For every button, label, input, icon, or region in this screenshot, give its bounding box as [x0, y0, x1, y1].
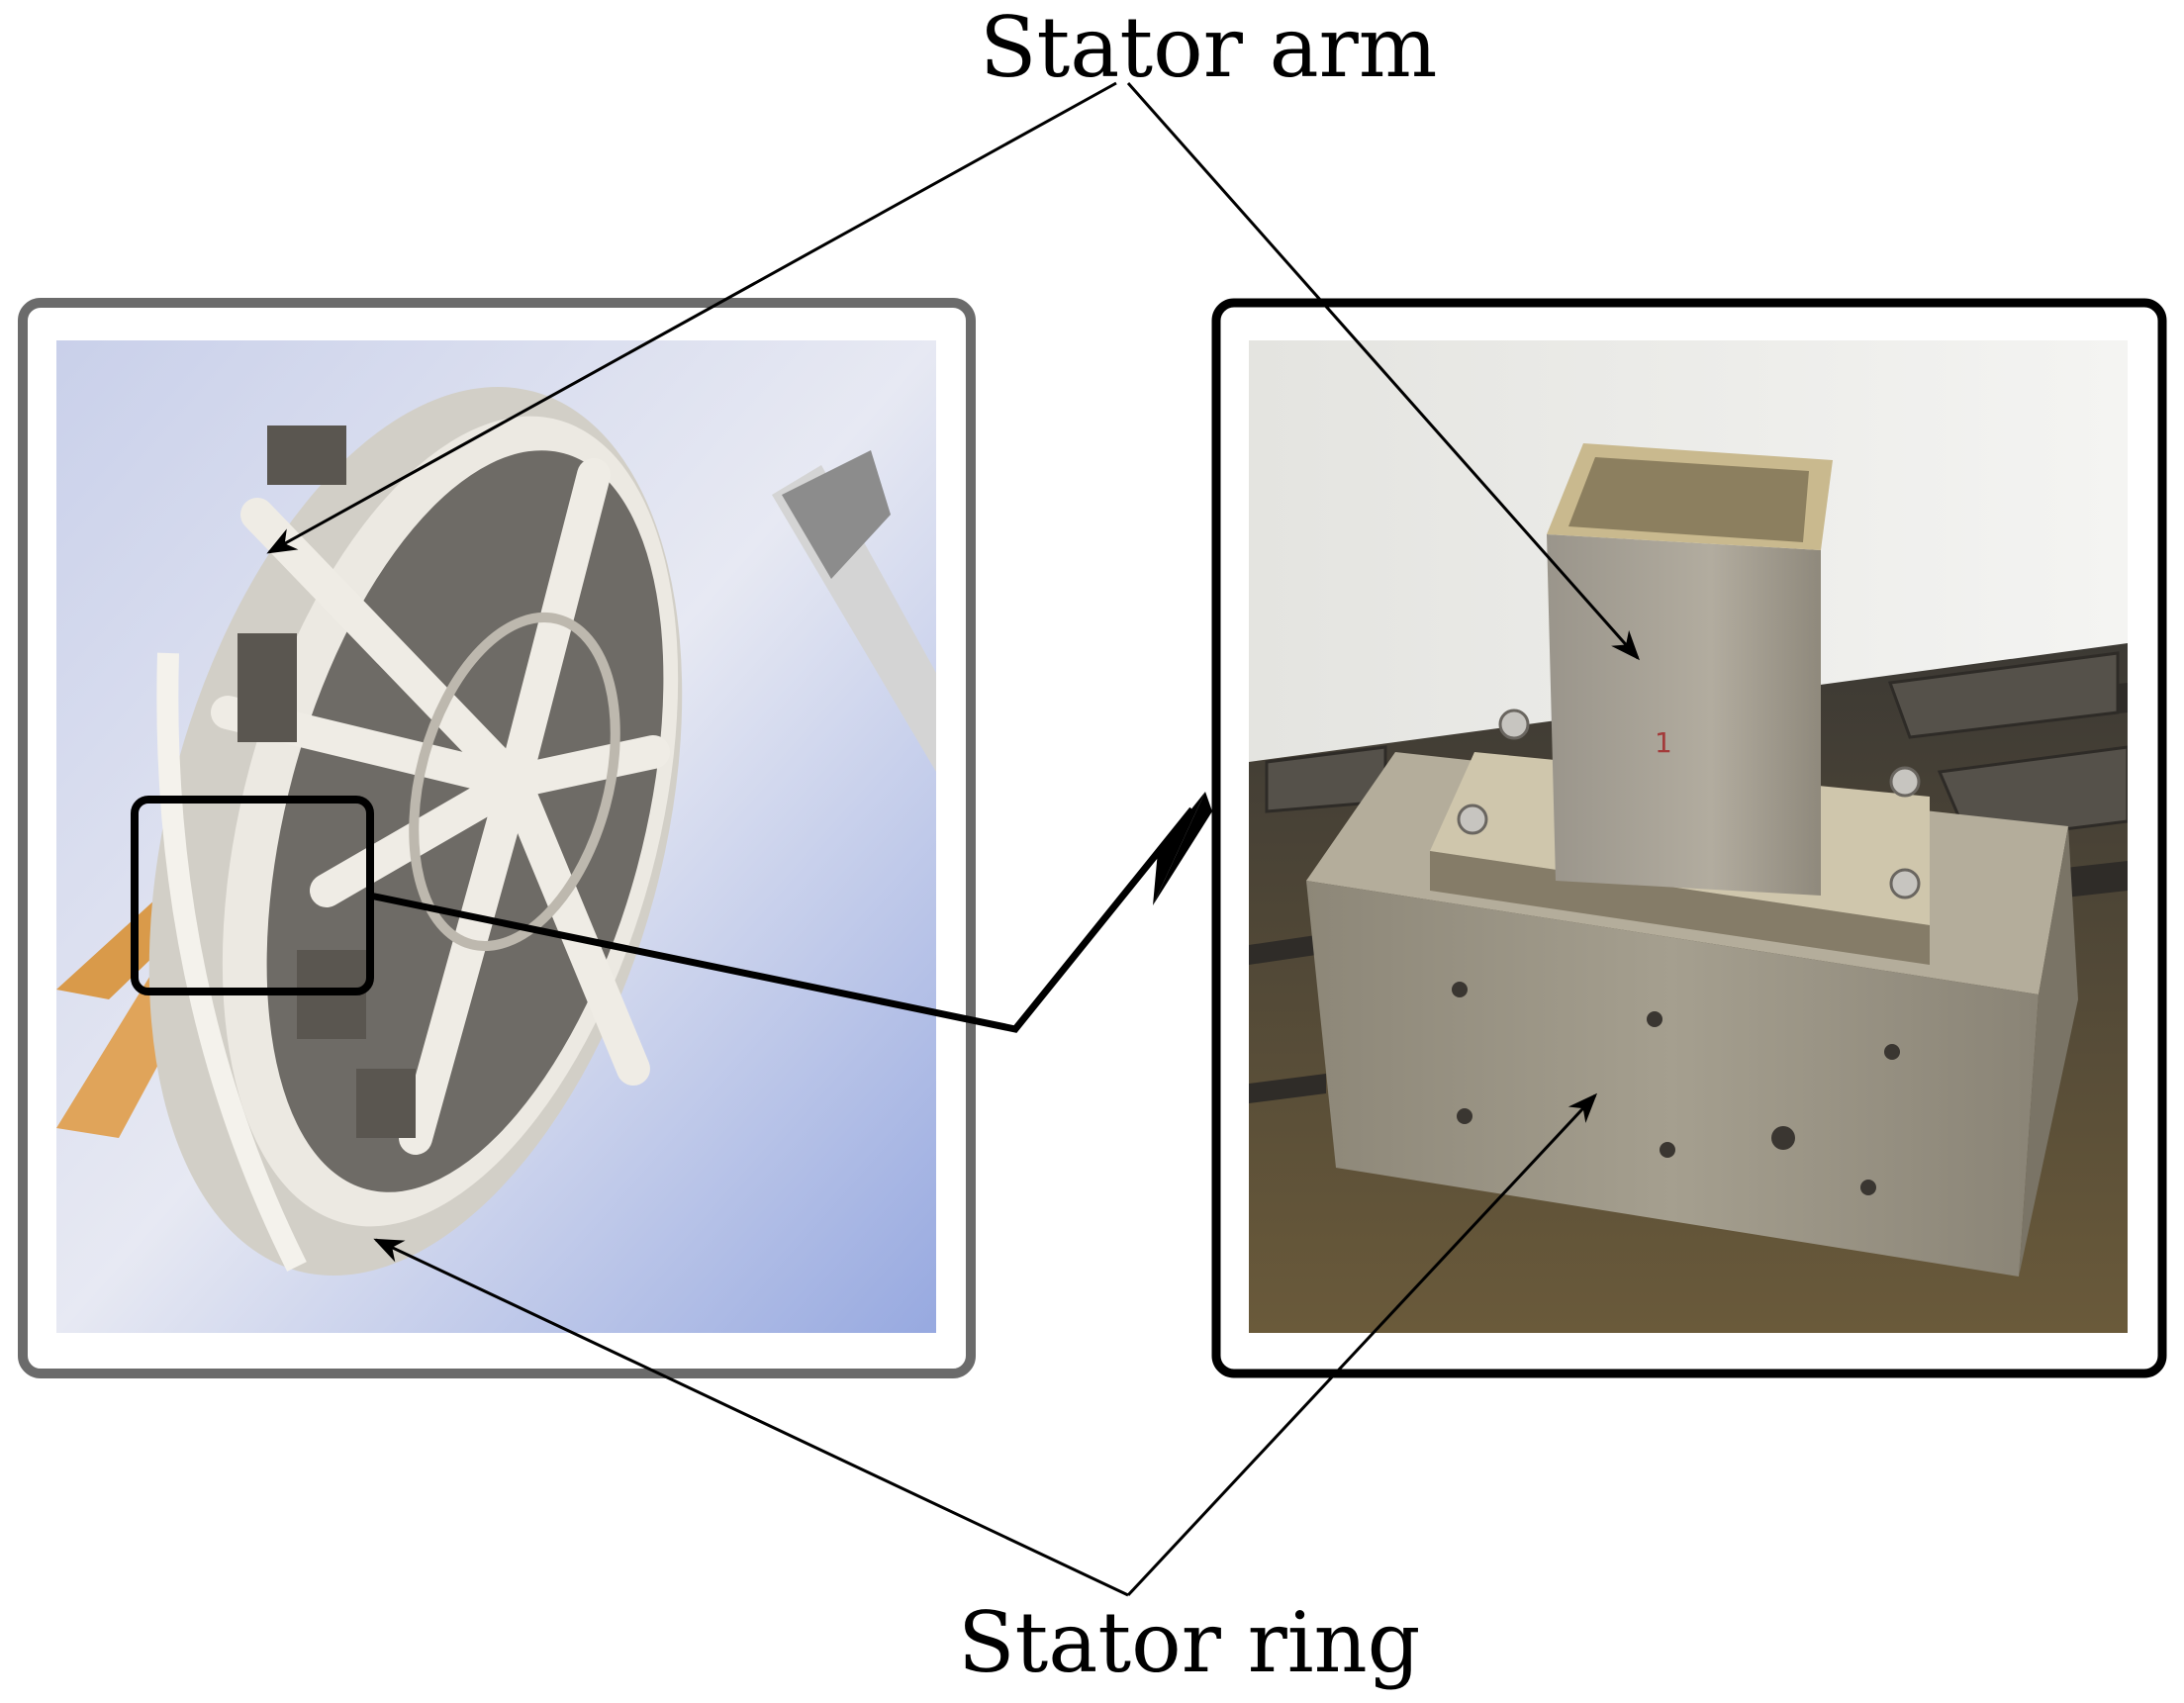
stator-ring-leader-right	[1126, 1092, 1598, 1597]
stator-ring-label: Stator ring	[958, 1594, 1421, 1691]
stator-arm-label: Stator arm	[980, 0, 1438, 96]
stator-arm-leader-left	[266, 81, 1117, 554]
stator-ring-structure	[148, 386, 683, 1277]
svg-text:1: 1	[1655, 726, 1672, 759]
stator-ring-leader-left	[373, 1238, 1129, 1597]
right-photo-frame	[1211, 298, 2167, 1378]
left-photo	[56, 340, 936, 1333]
stator-arm-specimen-tube: 1	[1547, 443, 1833, 896]
stator-arm-leader-right	[1126, 82, 1640, 661]
background-pole	[772, 450, 936, 772]
detail-connector-arrow	[369, 806, 1195, 1033]
left-photo-frame	[18, 298, 976, 1378]
detail-connector-arrowhead-right	[1153, 792, 1212, 905]
right-photo: 1	[1249, 340, 2128, 1333]
